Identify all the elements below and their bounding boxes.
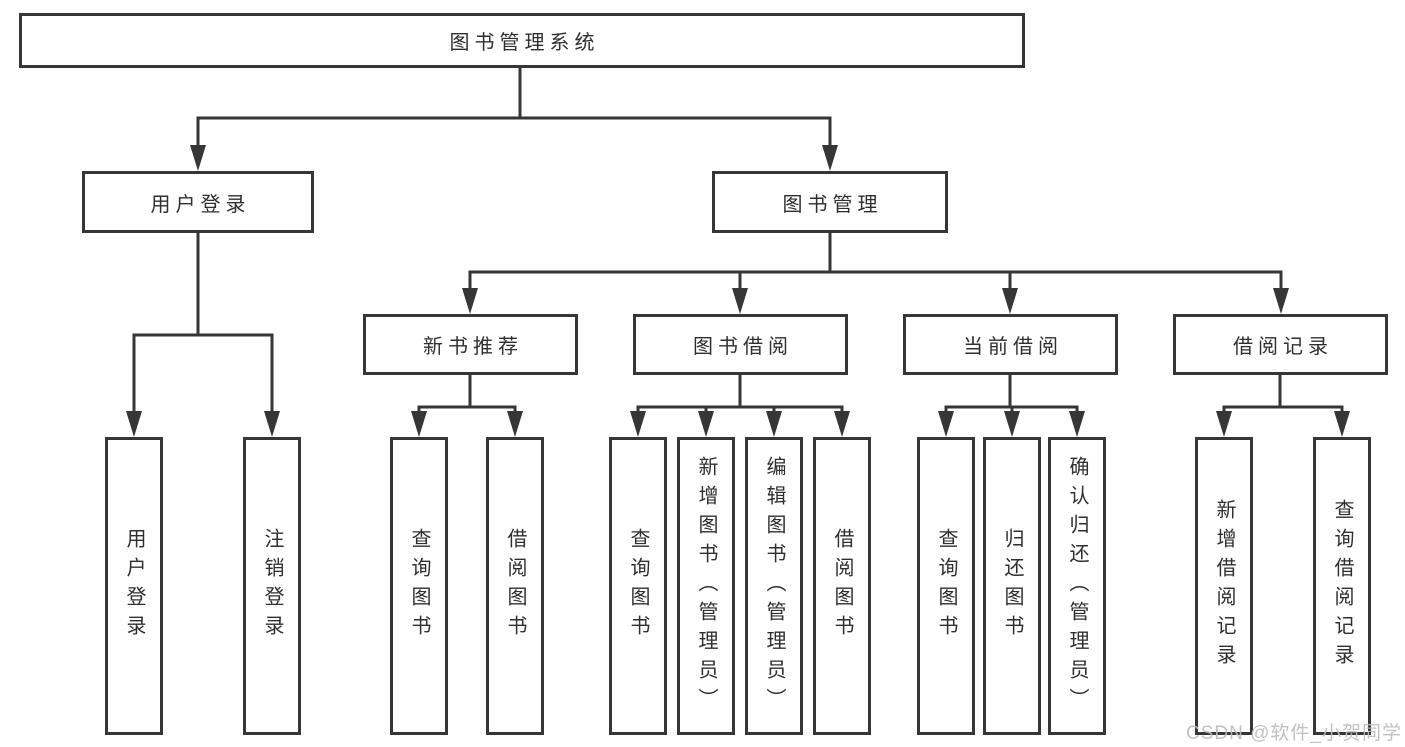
node-book-management: 图书管理: [712, 171, 948, 233]
leaf-current-return-books: 归还图书: [983, 437, 1041, 735]
node-new-book-recommend: 新书推荐: [363, 314, 578, 375]
connector-borrowing-to-leaves: [636, 375, 844, 413]
watermark: CSDN @软件_小贺同学: [1186, 723, 1402, 744]
leaf-current-confirm-return-admin: 确认归还（管理员）: [1048, 437, 1106, 735]
leaf-borrowing-add-books-admin: 新增图书（管理员）: [677, 437, 735, 735]
connector-recommend-to-leaves: [417, 375, 517, 413]
leaf-recommend-borrow-books: 借阅图书: [486, 437, 544, 735]
node-current-borrowing: 当前借阅: [903, 314, 1118, 375]
leaf-records-query-borrow-record: 查询借阅记录: [1313, 437, 1371, 735]
node-user-login: 用户登录: [82, 171, 314, 233]
node-root: 图书管理系统: [19, 13, 1025, 68]
connector-login-to-leaves: [132, 233, 274, 413]
leaf-logout-login: 注销登录: [243, 437, 301, 735]
leaf-records-add-borrow-record: 新增借阅记录: [1195, 437, 1253, 735]
connector-current-to-leaves: [944, 375, 1079, 413]
node-borrowing-records: 借阅记录: [1173, 314, 1388, 375]
leaf-current-query-books: 查询图书: [917, 437, 975, 735]
connector-management-to-level3: [468, 233, 1283, 290]
node-book-borrowing: 图书借阅: [633, 314, 848, 375]
connector-root-to-level2: [196, 68, 832, 147]
leaf-borrowing-borrow-books: 借阅图书: [813, 437, 871, 735]
arrowheads: [126, 145, 1350, 437]
leaf-user-login: 用户登录: [105, 437, 163, 735]
leaf-borrowing-query-books: 查询图书: [609, 437, 667, 735]
connector-records-to-leaves: [1222, 375, 1344, 413]
leaf-borrowing-edit-books-admin: 编辑图书（管理员）: [745, 437, 803, 735]
leaf-recommend-query-books: 查询图书: [390, 437, 448, 735]
